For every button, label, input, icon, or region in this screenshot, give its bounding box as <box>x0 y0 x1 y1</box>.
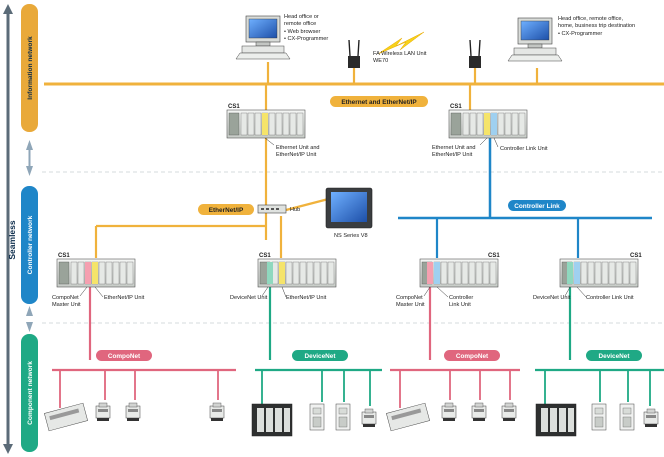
information-network-band <box>21 4 38 132</box>
office-right-line-2: home, business trip destination <box>558 23 635 29</box>
cs1-c-unit-2: Master Unit <box>396 302 425 308</box>
office-left-line-2: remote office <box>284 21 316 27</box>
controller-link-label: Controller Link <box>514 203 560 210</box>
controller-network-label: Controller network <box>27 215 34 274</box>
cs1-top-right-unit2: Controller Link Unit <box>500 146 548 152</box>
componet-right-label: CompoNet <box>456 353 489 360</box>
cs1-top-right-unit-2: EtherNet/IP Unit <box>432 152 473 158</box>
componet-right-badge <box>444 350 500 361</box>
hub-label: Hub <box>290 207 300 213</box>
cs1-b-unit: DeviceNet Unit <box>230 295 268 301</box>
wireless-line-1: FA Wireless LAN Unit <box>373 51 427 57</box>
office-right-line-3: • CX-Programmer <box>558 31 602 37</box>
cs1-top-right-unit-1: Ethernet Unit and <box>432 145 476 151</box>
devicenet-right-badge <box>586 350 642 361</box>
cs1-c-name: CS1 <box>488 253 500 259</box>
office-right-line-1: Head office, remote office, <box>558 16 624 22</box>
information-network-label: Information network <box>27 36 34 100</box>
cs1-c-unit2-2: Link Unit <box>449 302 471 308</box>
devicenet-right-label: DeviceNet <box>599 353 631 360</box>
wireless-line-2: WE70 <box>373 58 388 64</box>
office-left-line-4: • CX-Programmer <box>284 36 328 42</box>
office-pc-left <box>235 15 291 60</box>
wireless-ap-left <box>347 39 361 69</box>
cs1-d-name: CS1 <box>630 253 642 259</box>
cs1-top-left-unit-2: EtherNet/IP Unit <box>276 152 317 158</box>
cs1-a-unit-2: Master Unit <box>52 302 81 308</box>
hmi-label: NS Series V8 <box>334 233 368 239</box>
ethernet-ip-label: EtherNet/IP <box>209 207 244 214</box>
cs1-b-name: CS1 <box>259 253 271 259</box>
wireless-signal-icon <box>377 31 425 55</box>
cs1-b-unit2: EtherNet/IP Unit <box>286 295 327 301</box>
componet-left-badge <box>96 350 152 361</box>
cs1-top-left-name: CS1 <box>228 104 240 110</box>
wireless-ap-right <box>468 39 482 69</box>
devicenet-slaves-left <box>251 403 377 437</box>
cs1-top-left-unit-1: Ethernet Unit and <box>276 145 320 151</box>
componet-slaves-right <box>386 402 517 432</box>
controller-network-band <box>21 186 38 304</box>
cs1-c-unit2-1: Controller <box>449 295 473 301</box>
ethernet-ip-main-badge <box>330 96 428 107</box>
componet-slaves-left <box>44 402 225 432</box>
ethernet-ip-main-label: Ethernet and EtherNet/IP <box>341 99 417 106</box>
office-left-line-3: • Web browser <box>284 29 320 35</box>
cs1-d-unit2: Controller Link Unit <box>586 295 634 301</box>
cs1-a-unit-1: CompoNet <box>52 295 79 301</box>
controller-link-badge <box>508 200 566 211</box>
cs1-top-right-name: CS1 <box>450 104 462 110</box>
devicenet-left-badge <box>292 350 348 361</box>
component-network-band <box>21 334 38 452</box>
ethernet-ip-badge <box>198 204 254 215</box>
devicenet-left-label: DeviceNet <box>305 353 337 360</box>
devicenet-slaves-right <box>535 403 659 437</box>
componet-left-label: CompoNet <box>108 353 141 360</box>
office-pc-right <box>507 17 563 62</box>
cs1-a-unit2: EtherNet/IP Unit <box>104 295 145 301</box>
cs1-d-unit: DeviceNet Unit <box>533 295 571 301</box>
seamless-label: Seamless <box>7 220 17 259</box>
component-network-label: Component network <box>27 361 34 425</box>
cs1-c-unit-1: CompoNet <box>396 295 423 301</box>
office-left-line-1: Head office or <box>284 14 319 20</box>
cs1-a-name: CS1 <box>58 253 70 259</box>
